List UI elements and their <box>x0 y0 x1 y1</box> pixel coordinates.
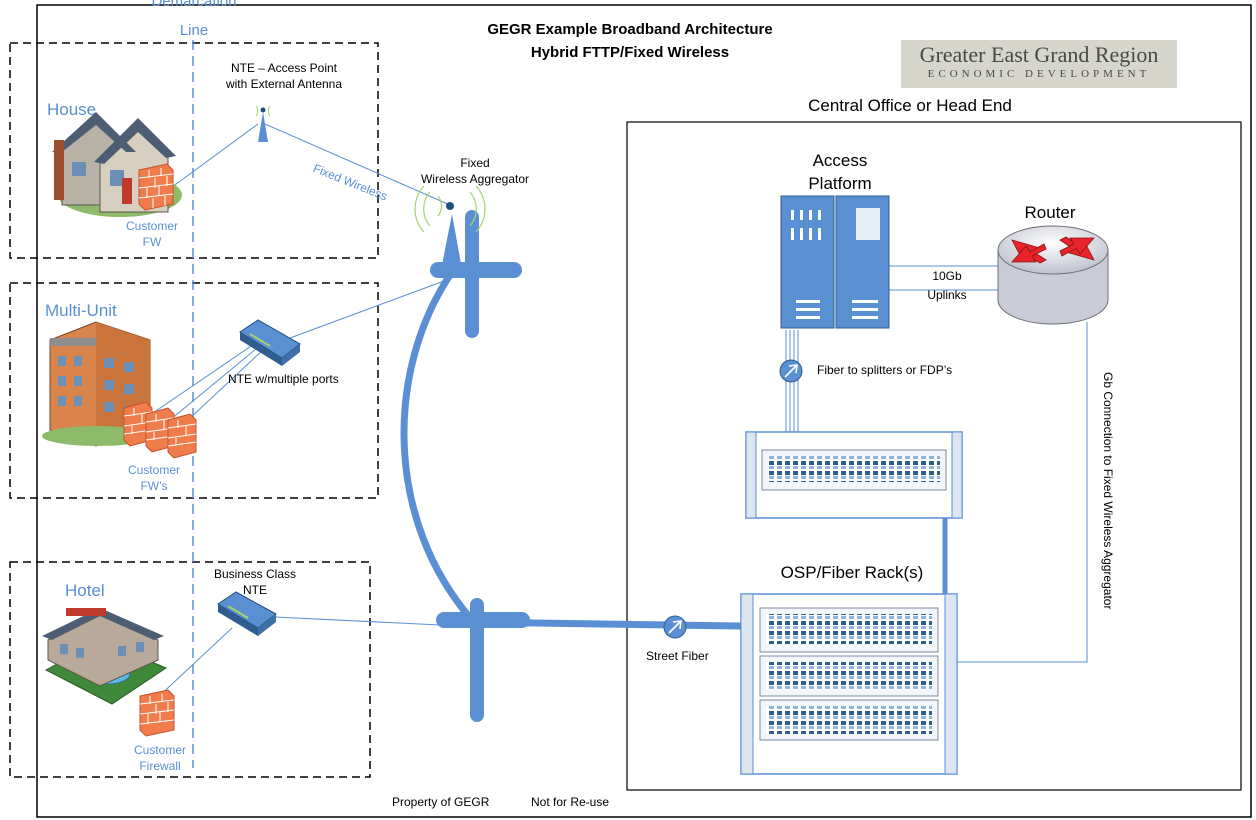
multi-unit-box <box>9 282 379 499</box>
house-fw-label-line2: FW <box>142 235 162 249</box>
nte-antenna-icon <box>255 105 271 142</box>
access-platform-label-line2: Platform <box>808 174 872 193</box>
page-border <box>36 4 1252 818</box>
aggregator-label-line2: Wireless Aggregator <box>420 172 530 186</box>
utility-pole-bottom <box>436 598 530 722</box>
hotel-box <box>9 561 371 778</box>
aggregator-label-line1: Fixed <box>460 156 490 170</box>
uplink-label-line1: 10Gb <box>932 269 962 283</box>
firewall-icon-house <box>138 163 174 211</box>
utility-pole-top <box>430 210 522 338</box>
gb-connection-label: Gb Connection to Fixed Wireless Aggregat… <box>1101 372 1115 610</box>
street-fiber-splice-icon <box>663 615 687 639</box>
hotel-fw-label-line2: Firewall <box>139 759 181 773</box>
footer-property: Property of GEGR <box>392 795 490 809</box>
street-fiber-label: Street Fiber <box>646 649 709 663</box>
aggregator-antenna-icon <box>414 185 486 233</box>
fiber-splitter-splice-icon <box>779 359 803 383</box>
router-label: Router <box>1024 203 1076 222</box>
multi-unit-fw-label-line2: FW’s <box>140 479 168 493</box>
business-nte-label-line1: Business Class <box>213 567 297 581</box>
multi-unit-label: Multi-Unit <box>45 301 117 320</box>
logo-line2: ECONOMIC DEVELOPMENT <box>927 68 1151 80</box>
demarcation-label-line1: Demarcation <box>151 0 237 10</box>
osp-rack-label: OSP/Fiber Rack(s) <box>780 563 924 582</box>
central-office-title: Central Office or Head End <box>808 96 1012 115</box>
hotel-label: Hotel <box>65 581 105 600</box>
access-platform-label-line1: Access <box>812 151 868 170</box>
house-label: House <box>47 100 97 119</box>
business-nte-icon <box>217 591 277 636</box>
demarcation-label-line2: Line <box>179 22 209 39</box>
diagram-title-line1: GEGR Example Broadband Architecture <box>487 21 773 38</box>
logo-line1: Greater East Grand Region <box>919 42 1159 67</box>
firewall-icons <box>123 163 197 737</box>
patch-panel-upper-icon <box>745 431 963 519</box>
central-office-box <box>626 121 1242 791</box>
gegr-logo: Greater East Grand Region ECONOMIC DEVEL… <box>901 40 1177 88</box>
nte-multi-port-icon <box>239 319 301 366</box>
firewall-icon-multi-3 <box>167 413 197 459</box>
uplink-label-line2: Uplinks <box>927 288 967 302</box>
nte-ap-label-line2: with External Antenna <box>225 77 343 91</box>
house-box <box>9 42 379 259</box>
firewall-icon-hotel <box>139 689 175 737</box>
router-icon <box>997 225 1109 325</box>
fiber-splitters-label: Fiber to splitters or FDP’s <box>817 363 953 377</box>
access-platform-icon <box>780 195 890 329</box>
nte-multi-port-label: NTE w/multiple ports <box>228 372 339 386</box>
footer-reuse: Not for Re-use <box>531 795 610 809</box>
hotel-icon <box>42 608 168 705</box>
diagram-title-line2: Hybrid FTTP/Fixed Wireless <box>530 44 730 61</box>
multi-unit-fw-label-line1: Customer <box>127 463 180 477</box>
hotel-fw-label-line1: Customer <box>133 743 186 757</box>
osp-fiber-rack-icon <box>740 593 958 775</box>
house-fw-label-line1: Customer <box>125 219 178 233</box>
business-nte-label-line2: NTE <box>243 583 267 597</box>
nte-ap-label-line1: NTE – Access Point <box>230 61 338 75</box>
